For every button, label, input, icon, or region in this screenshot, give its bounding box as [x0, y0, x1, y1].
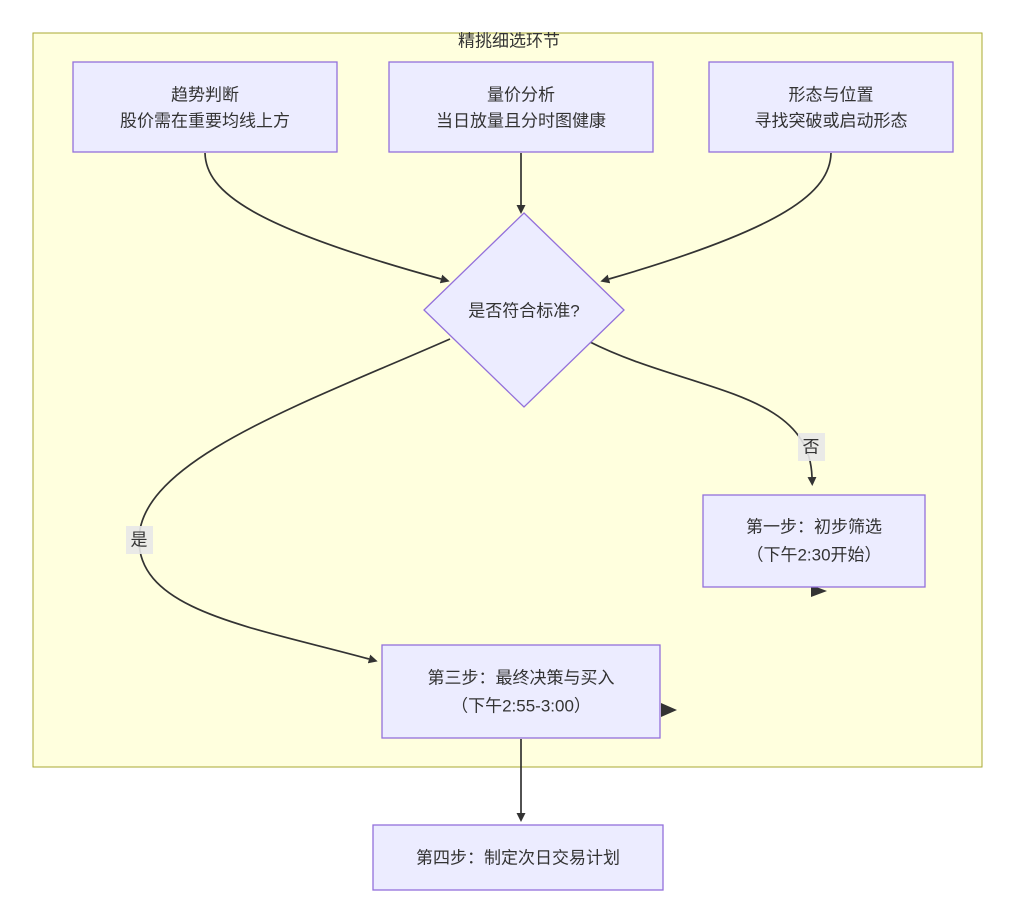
- node-pattern-line2: 寻找突破或启动形态: [755, 112, 908, 131]
- node-step1-line2: （下午2:30开始）: [746, 546, 881, 565]
- edge-label-no: 否: [798, 433, 825, 461]
- node-step1-rect: [702, 494, 926, 588]
- node-volume-rect: [388, 61, 654, 153]
- edge-label-yes: 是: [126, 526, 153, 554]
- node-step3: 第三步：最终决策与买入 （下午2:55-3:00）: [381, 644, 661, 739]
- node-pattern-line1: 形态与位置: [789, 86, 874, 105]
- edge-label-yes-text: 是: [131, 531, 148, 550]
- cluster-title: 精挑细选环节: [458, 32, 560, 51]
- edge-pattern-to-decision: [600, 152, 832, 284]
- node-volume-line1: 量价分析: [487, 86, 555, 105]
- node-trend-line1: 趋势判断: [171, 86, 239, 105]
- node-trend-rect: [72, 61, 338, 153]
- edge-label-no-text: 否: [803, 438, 820, 457]
- node-pattern-rect: [708, 61, 954, 153]
- node-step3-rect: [381, 644, 661, 739]
- node-step1-line1: 第一步：初步筛选: [746, 518, 882, 537]
- node-step4-rect: [372, 824, 664, 891]
- edge-label-no-bg: [798, 433, 825, 461]
- node-pattern: 形态与位置 寻找突破或启动形态: [708, 61, 954, 153]
- edge-label-yes-bg: [126, 526, 153, 554]
- node-decision-diamond: [423, 212, 625, 408]
- node-step4: 第四步：制定次日交易计划: [372, 824, 664, 891]
- node-step3-line1: 第三步：最终决策与买入: [428, 669, 615, 688]
- node-step4-label: 第四步：制定次日交易计划: [416, 849, 620, 868]
- node-trend-line2: 股价需在重要均线上方: [120, 112, 290, 131]
- node-decision-label: 是否符合标准?: [468, 302, 579, 321]
- arrowhead-fragment-right-of-step3: [661, 703, 677, 717]
- node-step1: 第一步：初步筛选 （下午2:30开始）: [702, 494, 926, 588]
- node-step3-line2: （下午2:55-3:00）: [451, 697, 591, 716]
- arrowhead-fragment-below-step1: [811, 585, 827, 597]
- node-volume-line2: 当日放量且分时图健康: [436, 112, 606, 131]
- edge-trend-to-decision: [204, 152, 450, 284]
- node-decision: 是否符合标准?: [423, 212, 625, 408]
- node-trend: 趋势判断 股价需在重要均线上方: [72, 61, 338, 153]
- node-volume: 量价分析 当日放量且分时图健康: [388, 61, 654, 153]
